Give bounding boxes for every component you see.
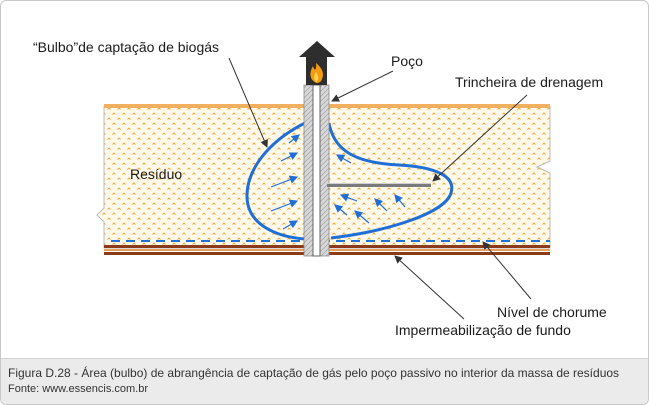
- well-label: Poço: [391, 53, 423, 69]
- waste-label: Resíduo: [130, 166, 182, 182]
- well-pipe: [312, 84, 321, 257]
- flow-arrow-icon: [270, 134, 300, 230]
- flame-chimney-icon: [299, 41, 335, 85]
- caption-title: Figura D.28 - Área (bulbo) de abrangênci…: [8, 366, 620, 380]
- caption-source: Fonte: www.essencis.com.br: [8, 383, 148, 395]
- leader-arrow-icon: [228, 57, 532, 320]
- flow-arrow-icon: [334, 154, 406, 224]
- figure-caption: Figura D.28 - Área (bulbo) de abrangênci…: [1, 358, 648, 404]
- leachate-label: Nível de chorume: [497, 304, 607, 320]
- landfill-gas-diagram: “Bulbo”de captação de biogás Poço Trinch…: [33, 39, 607, 338]
- liner-label: Impermeabilização de fundo: [395, 322, 571, 338]
- bulb-label: “Bulbo”de captação de biogás: [33, 39, 219, 55]
- gas-capture-bulb: [245, 121, 454, 241]
- trench-label: Trincheira de drenagem: [455, 74, 603, 90]
